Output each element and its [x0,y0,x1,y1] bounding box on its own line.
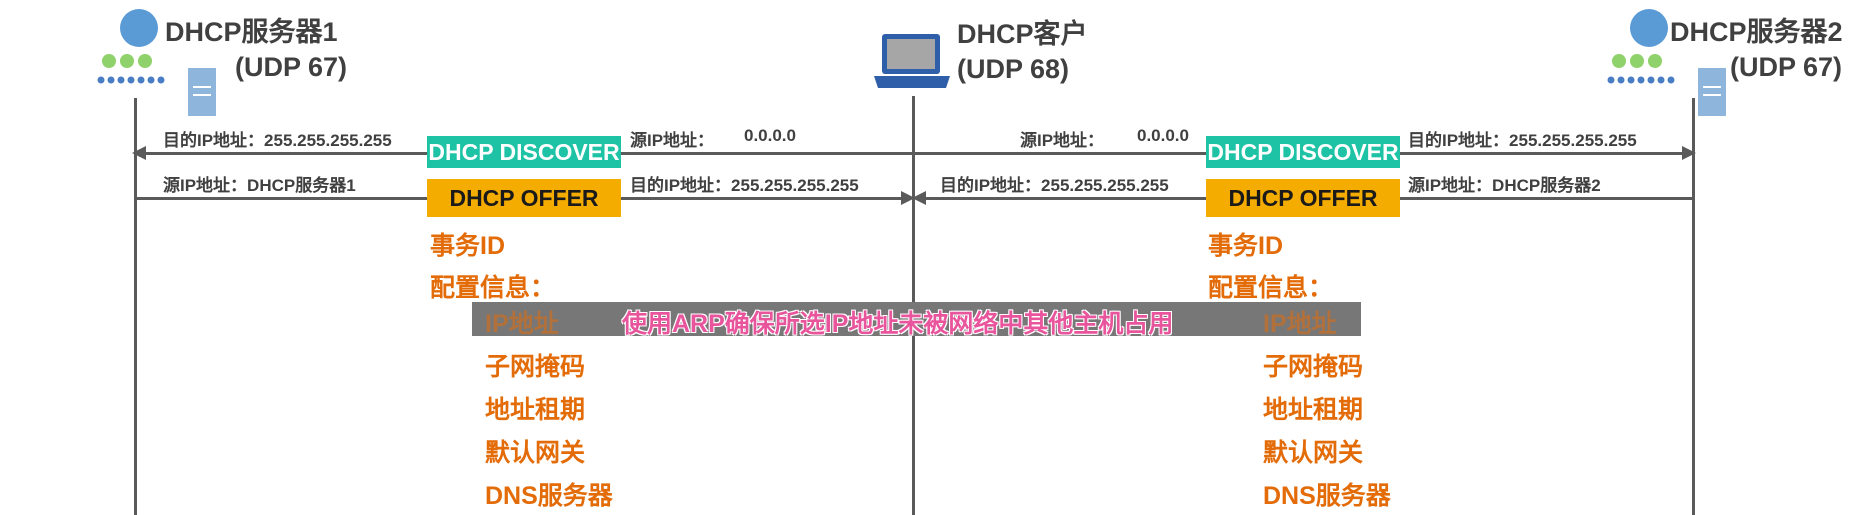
arrow-right-icon [901,191,915,205]
right-config-item-ip: IP地址 [1263,310,1337,338]
server2-timeline [1692,98,1695,515]
server1-timeline [134,98,137,515]
arp-banner [472,302,1361,336]
left-offer-src: 源IP地址：DHCP服务器1 [163,176,356,195]
right-discover-src-label: 源IP地址： [1020,131,1105,150]
left-config-item-mask: 子网掩码 [485,353,586,381]
arp-banner-text: 使用ARP确保所选IP地址未被网络中其他主机占用 [622,310,1174,338]
right-config-item-mask: 子网掩码 [1263,353,1364,381]
right-config-label: 配置信息： [1208,274,1334,302]
server1-node [95,6,235,116]
arrow-left-icon [912,191,926,205]
left-discover-src-value: 0.0.0.0 [744,126,796,145]
left-offer-dst: 目的IP地址：255.255.255.255 [630,176,859,195]
arrow-left-icon [132,146,146,160]
left-config-item-dns: DNS服务器 [485,482,613,510]
left-discover-src-label: 源IP地址： [630,131,715,150]
left-discover-box: DHCP DISCOVER [427,136,621,168]
laptop-icon [874,34,950,88]
server-icon [97,9,216,116]
right-discover-box: DHCP DISCOVER [1206,136,1400,168]
left-config-item-lease: 地址租期 [485,396,586,424]
left-config-label: 配置信息： [430,274,556,302]
right-offer-src: 源IP地址：DHCP服务器2 [1408,176,1601,195]
right-offer-dst: 目的IP地址：255.255.255.255 [940,176,1169,195]
left-config-item-ip: IP地址 [485,310,559,338]
left-config-item-gateway: 默认网关 [485,439,586,467]
server1-title: DHCP服务器1 [165,17,338,47]
right-transaction-id: 事务ID [1208,232,1284,260]
server2-title: DHCP服务器2 [1670,17,1843,47]
right-config-item-gateway: 默认网关 [1263,439,1364,467]
server1-port: (UDP 67) [235,52,348,82]
client-port: (UDP 68) [957,54,1070,84]
client-title: DHCP客户 [957,19,1088,49]
server2-port: (UDP 67) [1730,52,1843,82]
left-discover-dst: 目的IP地址：255.255.255.255 [163,131,392,150]
right-config-item-lease: 地址租期 [1263,396,1364,424]
server2-node [1605,6,1745,116]
right-discover-dst: 目的IP地址：255.255.255.255 [1408,131,1637,150]
left-transaction-id: 事务ID [430,232,506,260]
arrow-right-icon [1682,146,1696,160]
server-icon [1607,9,1726,116]
right-config-item-dns: DNS服务器 [1263,482,1391,510]
right-offer-box: DHCP OFFER [1206,179,1400,217]
left-offer-box: DHCP OFFER [427,179,621,217]
right-discover-src-value: 0.0.0.0 [1137,126,1189,145]
